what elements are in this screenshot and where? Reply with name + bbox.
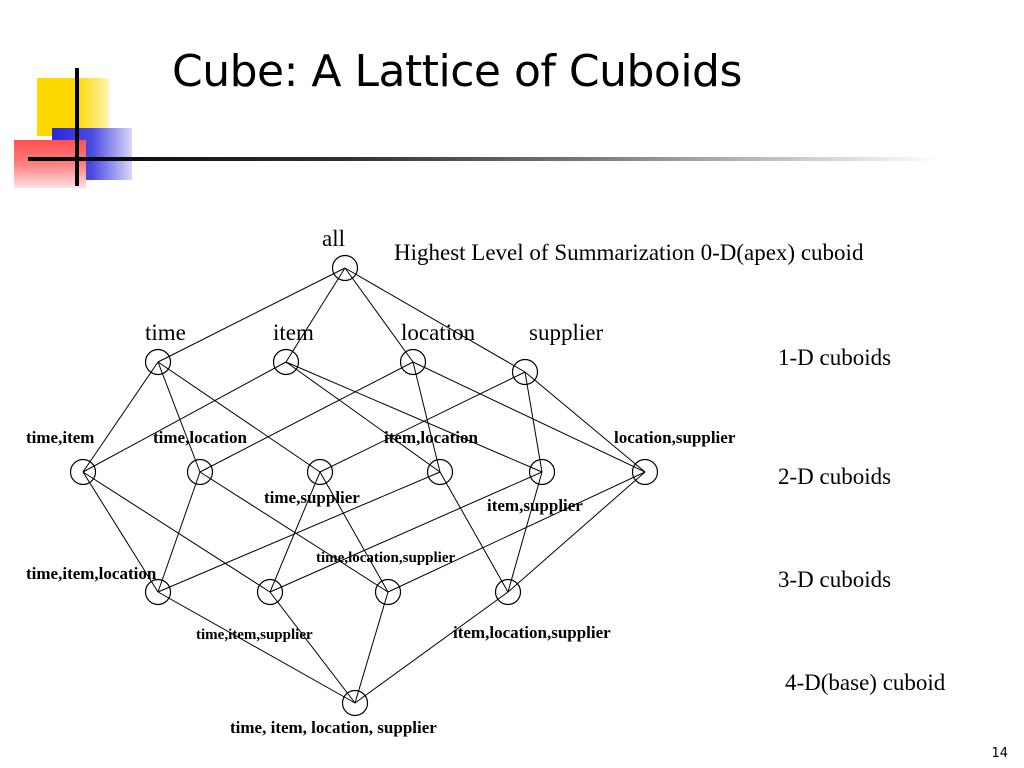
edge-time-item-location-to-base: [157, 591, 356, 704]
edge-time-to-time-location: [157, 361, 201, 473]
edge-location-to-item-location: [412, 361, 441, 473]
lattice-edges: [82, 267, 646, 704]
edge-item-location-to-item-location-supplier: [439, 471, 509, 593]
edge-all-to-time: [157, 267, 346, 363]
node-label-all: all: [322, 226, 345, 251]
page-number: 14: [991, 746, 1008, 761]
node-time-item: [69, 458, 97, 486]
edge-item-to-item-supplier: [285, 361, 543, 473]
edge-time-to-time-item: [82, 361, 159, 473]
edge-location-to-location-supplier: [412, 361, 646, 473]
node-label-item-location-supplier: item,location,supplier: [453, 623, 611, 642]
node-time-item-location: [144, 578, 172, 606]
node-label-location: location: [401, 320, 476, 345]
node-label-time: time: [145, 320, 186, 345]
node-label-base: time, item, location, supplier: [230, 718, 437, 737]
edge-time-supplier-to-time-item-supplier: [269, 471, 321, 593]
apex-level-label: Highest Level of Summarization 0-D(apex)…: [394, 240, 864, 265]
node-item-supplier: [528, 458, 556, 486]
node-label-time-item-supplier: time,item,supplier: [196, 627, 313, 643]
edge-time-location-supplier-to-base: [354, 591, 389, 704]
edge-time-to-time-supplier: [157, 361, 321, 473]
node-time-location-supplier: [374, 578, 402, 606]
node-location: [399, 348, 427, 376]
node-all: [331, 254, 359, 282]
edge-item-location-to-time-item-location: [157, 471, 441, 593]
edge-location-to-time-location: [199, 361, 414, 473]
node-time-item-supplier: [256, 578, 284, 606]
node-time-supplier: [306, 458, 334, 486]
edge-time-location-to-time-location-supplier: [199, 471, 389, 593]
node-label-time-supplier: time,supplier: [264, 488, 360, 507]
node-label-item-location: item,location: [384, 428, 478, 447]
edge-item-location-supplier-to-base: [354, 591, 509, 704]
edge-supplier-to-time-supplier: [319, 371, 526, 473]
edge-all-to-location: [344, 267, 414, 363]
edge-time-item-to-time-item-location: [82, 471, 159, 593]
node-label-time-item-location: time,item,location: [26, 564, 157, 583]
node-item: [272, 348, 300, 376]
node-label-supplier: supplier: [529, 320, 603, 345]
edge-supplier-to-item-supplier: [524, 371, 543, 473]
edge-location-supplier-to-time-location-supplier: [387, 471, 646, 593]
edge-supplier-to-location-supplier: [524, 371, 646, 473]
node-time: [144, 348, 172, 376]
node-label-location-supplier: location,supplier: [614, 428, 736, 447]
edge-location-supplier-to-item-location-supplier: [507, 471, 646, 593]
node-label-item-supplier: item,supplier: [487, 496, 583, 515]
node-location-supplier: [631, 458, 659, 486]
edge-time-item-to-time-item-supplier: [82, 471, 271, 593]
node-supplier: [511, 358, 539, 386]
three-d-level-label: 3-D cuboids: [778, 567, 892, 592]
edge-all-to-item: [285, 267, 346, 363]
node-label-time-item: time,item: [26, 428, 94, 447]
edge-time-location-to-time-item-location: [157, 471, 201, 593]
decorative-vertical-line: [75, 68, 79, 186]
edge-item-supplier-to-item-location-supplier: [507, 471, 543, 593]
edge-item-supplier-to-time-item-supplier: [269, 471, 543, 593]
one-d-level-label: 1-D cuboids: [778, 345, 892, 370]
two-d-level-label: 2-D cuboids: [778, 464, 892, 489]
node-item-location: [426, 458, 454, 486]
edge-item-to-item-location: [285, 361, 441, 473]
edge-item-to-time-item: [82, 361, 287, 473]
decorative-yellow-square: [37, 78, 109, 136]
node-label-time-location-supplier: time,location,supplier: [316, 550, 456, 566]
node-item-location-supplier: [494, 578, 522, 606]
edge-all-to-supplier: [344, 267, 526, 373]
lattice-nodes: [69, 254, 659, 717]
title-underline: [40, 157, 940, 161]
decorative-red-square: [14, 140, 86, 188]
node-label-item: item: [273, 320, 314, 345]
edge-time-item-supplier-to-base: [269, 591, 356, 704]
node-label-time-location: time,location: [153, 428, 247, 447]
base-level-label: 4-D(base) cuboid: [785, 670, 946, 695]
slide-title: Cube: A Lattice of Cuboids: [172, 46, 742, 97]
node-time-location: [186, 458, 214, 486]
node-base: [341, 689, 369, 717]
edge-time-supplier-to-time-location-supplier: [319, 471, 389, 593]
